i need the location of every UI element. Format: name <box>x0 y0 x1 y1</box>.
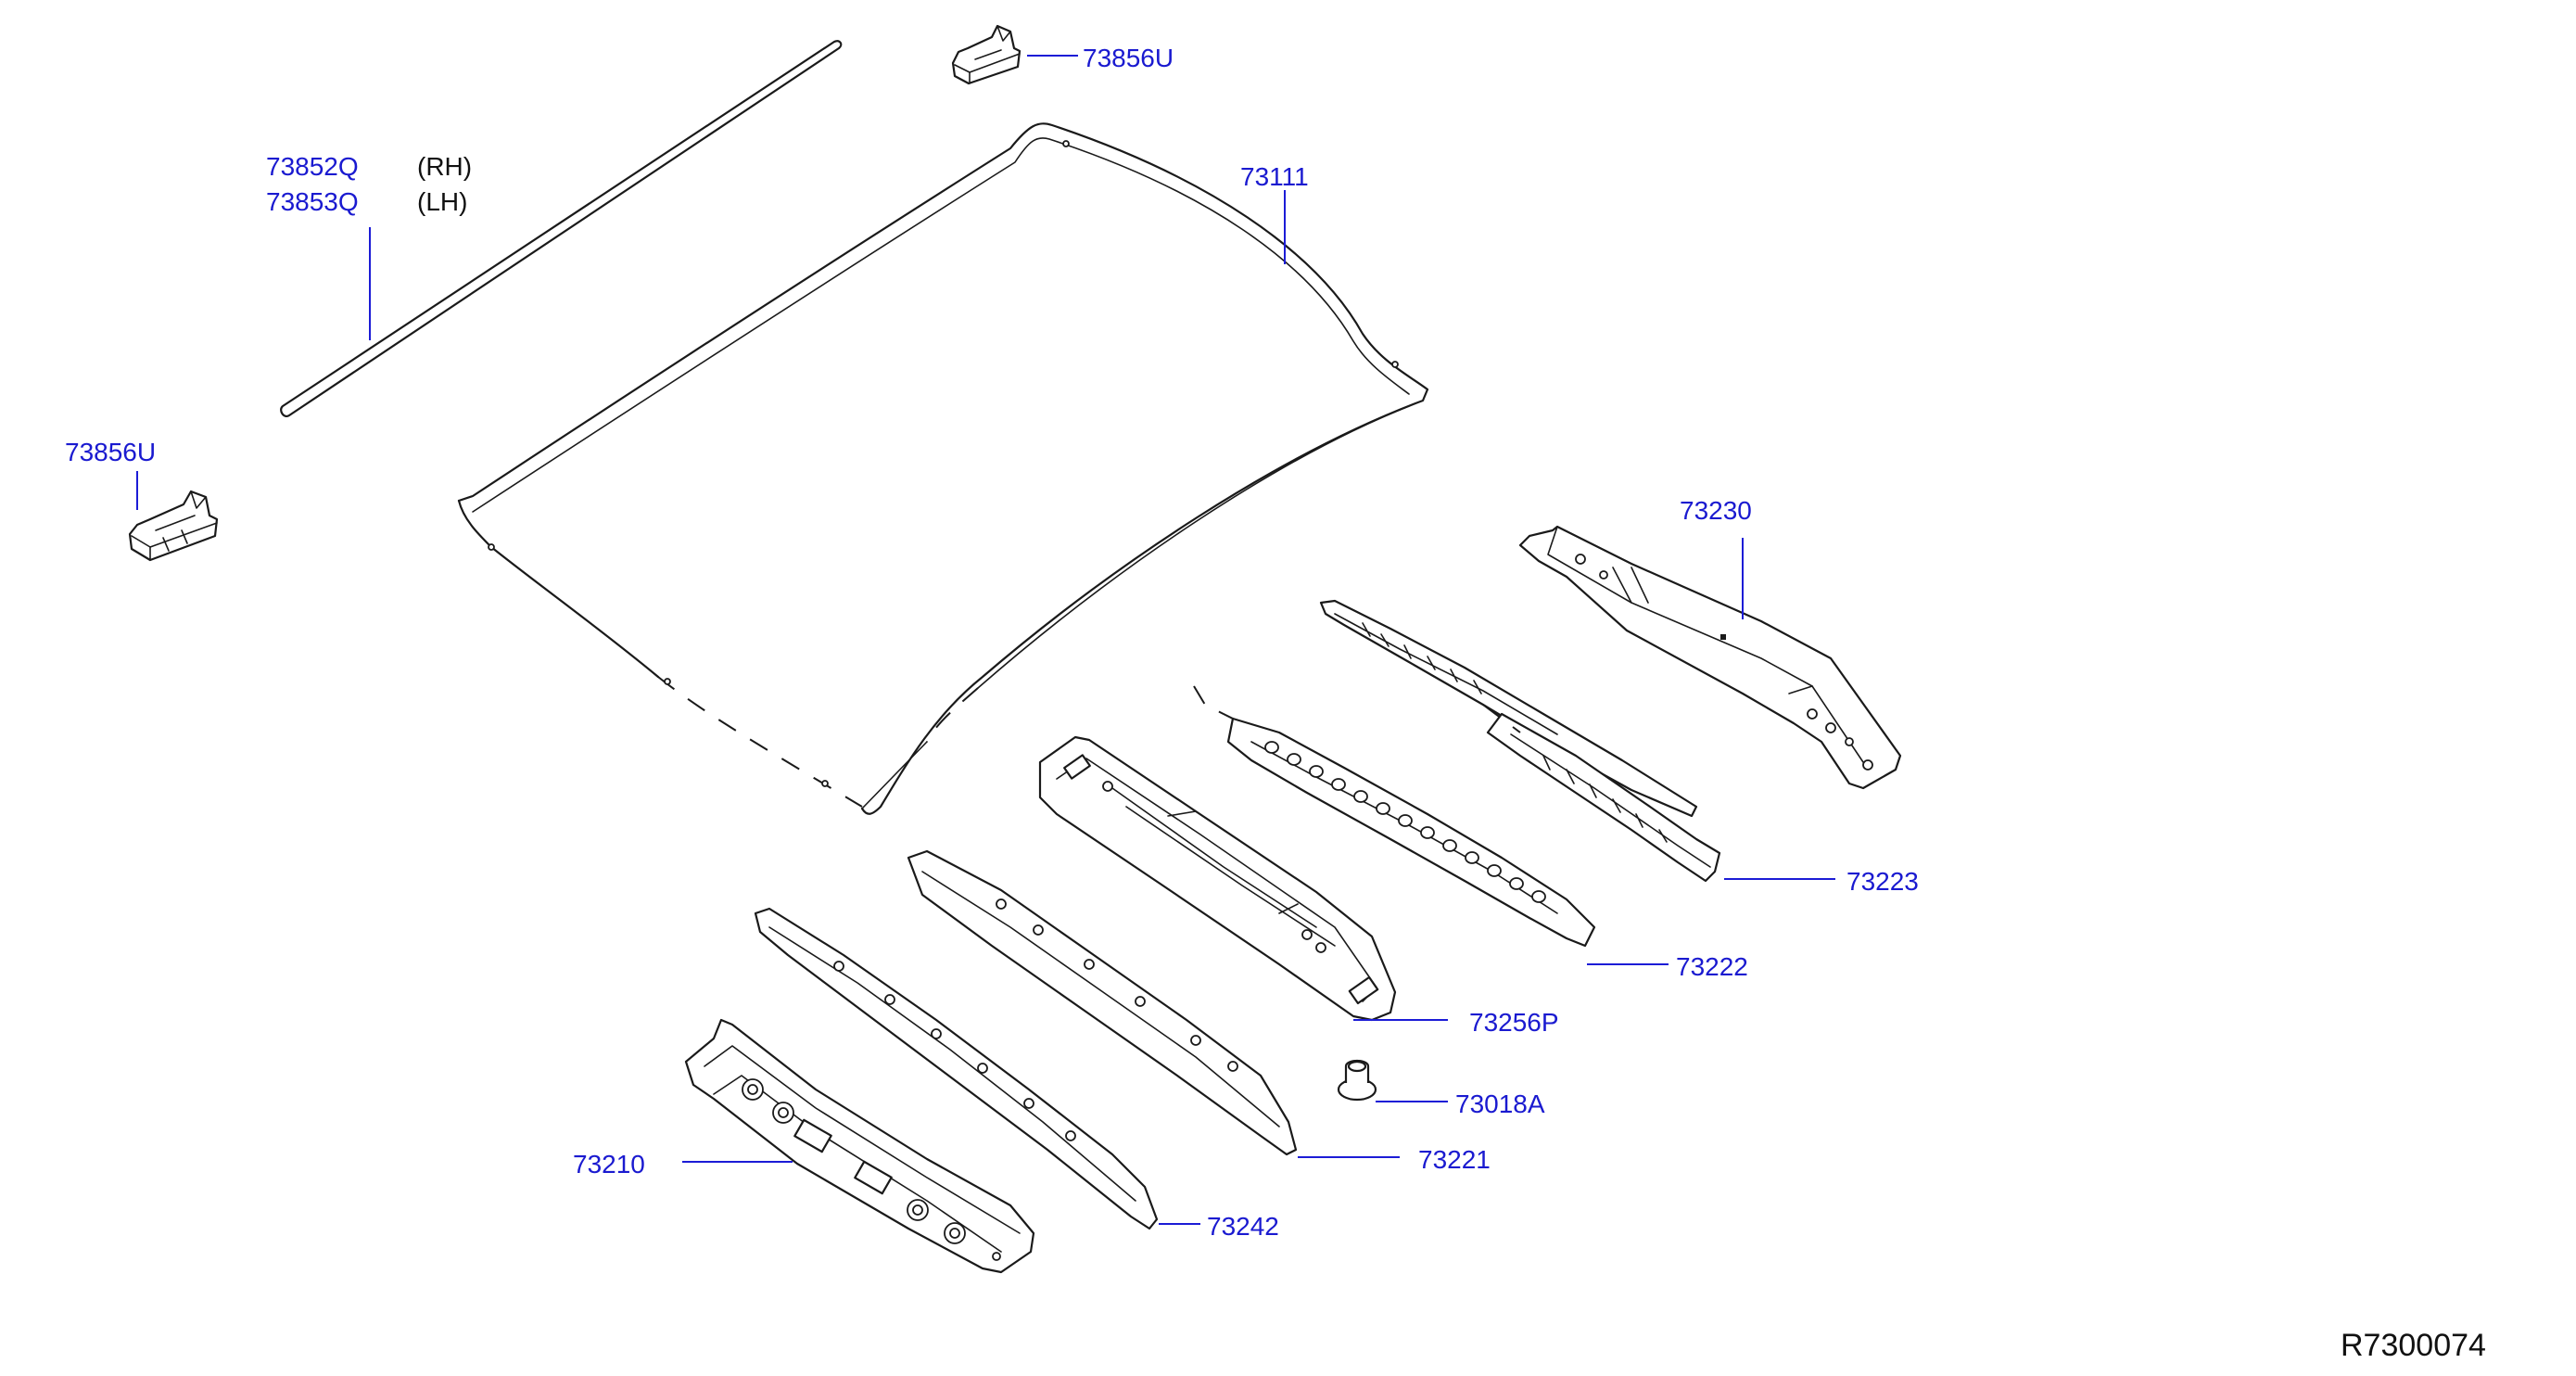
rail-73210-drawing[interactable] <box>684 1018 1035 1274</box>
label-73853Q[interactable]: 73853Q <box>266 187 359 216</box>
label-73223[interactable]: 73223 <box>1846 867 1919 896</box>
roof-molding-drawing[interactable] <box>280 40 843 417</box>
label-73210[interactable]: 73210 <box>573 1150 645 1179</box>
label-73018A[interactable]: 73018A <box>1455 1089 1545 1118</box>
bow-73221-drawing[interactable] <box>907 849 1298 1156</box>
label-73221[interactable]: 73221 <box>1418 1145 1491 1174</box>
rail-73230-drawing[interactable] <box>1518 525 1902 790</box>
grommet-73018A-drawing[interactable] <box>1337 1059 1377 1102</box>
bow-73223-drawing[interactable] <box>1319 599 1721 883</box>
label-73856U-left[interactable]: 73856U <box>65 438 156 466</box>
label-73853Q-side: (LH) <box>417 187 467 216</box>
label-73242[interactable]: 73242 <box>1207 1212 1279 1241</box>
bow-73222-drawing[interactable] <box>1193 685 1596 948</box>
bow-73242-drawing[interactable] <box>754 907 1159 1230</box>
leader-lines <box>136 55 1835 1225</box>
label-73856U-top[interactable]: 73856U <box>1083 44 1174 72</box>
label-73222[interactable]: 73222 <box>1676 952 1748 981</box>
label-73230[interactable]: 73230 <box>1680 496 1752 525</box>
diagram-reference-code: R7300074 <box>2341 1328 2486 1363</box>
roof-panel-drawing[interactable] <box>457 122 1429 815</box>
clip-top-drawing[interactable] <box>951 24 1022 85</box>
label-73256P[interactable]: 73256P <box>1469 1008 1559 1037</box>
frame-73256P-drawing[interactable] <box>1038 735 1397 1022</box>
part-labels: 73856U 73852Q (RH) 73853Q (LH) 73856U 73… <box>65 44 1919 1241</box>
label-73852Q[interactable]: 73852Q <box>266 152 359 181</box>
label-73111[interactable]: 73111 <box>1240 162 1309 191</box>
clip-left-drawing[interactable] <box>128 490 219 562</box>
label-73852Q-side: (RH) <box>417 152 472 181</box>
